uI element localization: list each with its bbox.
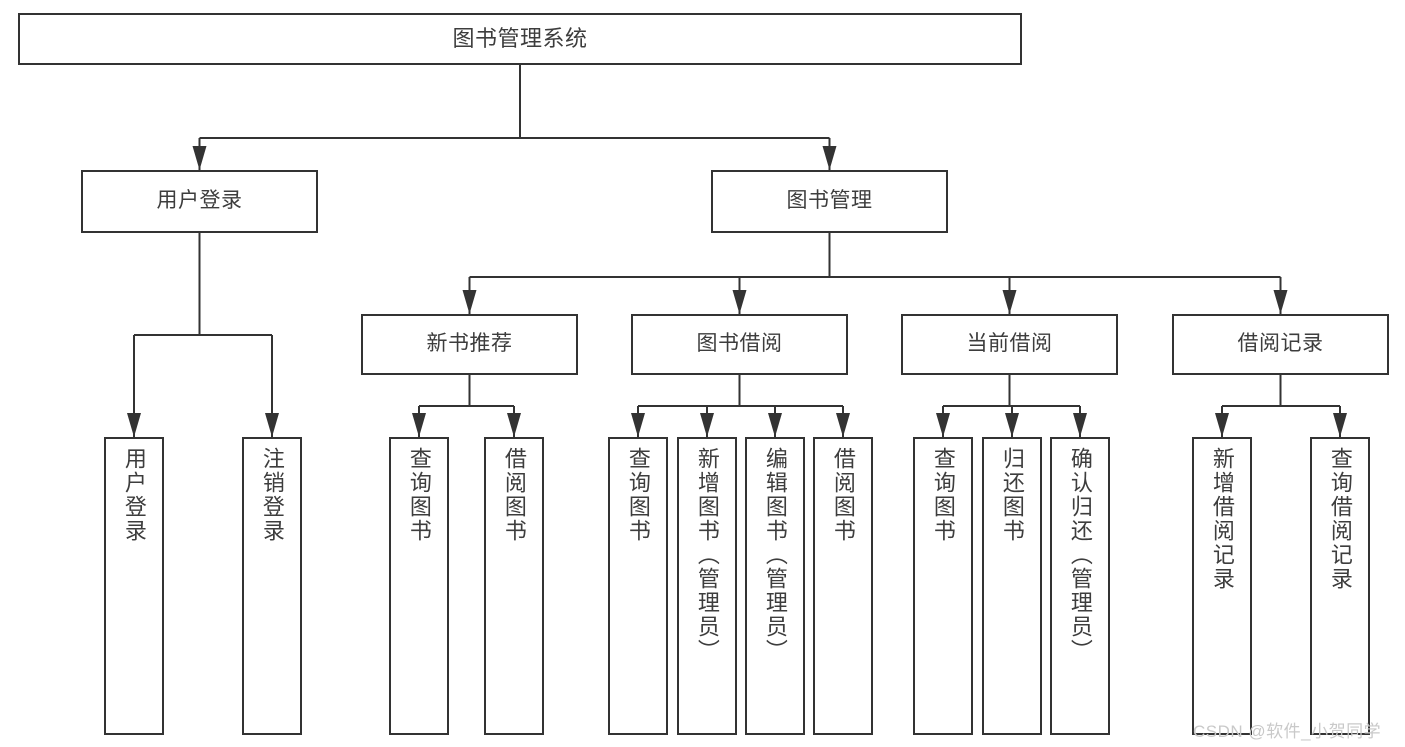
node-l-borrow-book-1[interactable]: 借阅图书 <box>484 437 544 735</box>
edge-arrowhead <box>1002 290 1017 314</box>
node-label: 图书借阅 <box>696 332 783 356</box>
edge-arrowhead <box>265 413 279 437</box>
edge-arrowhead <box>822 146 837 170</box>
edge-arrowhead <box>768 413 782 437</box>
node-l-confirm-return[interactable]: 确认归还（管理员） <box>1050 437 1110 735</box>
edge-arrowhead <box>700 413 714 437</box>
node-label: 确认归还（管理员） <box>1067 447 1093 663</box>
node-label: 图书管理系统 <box>452 26 588 52</box>
node-label: 查询图书 <box>625 447 651 543</box>
node-label: 新书推荐 <box>426 332 513 356</box>
node-l-query-book-2[interactable]: 查询图书 <box>608 437 668 735</box>
node-label: 注销登录 <box>259 447 285 543</box>
edge-arrowhead <box>1215 413 1229 437</box>
edge-arrowhead <box>1333 413 1347 437</box>
node-l-return-book[interactable]: 归还图书 <box>982 437 1042 735</box>
node-label: 图书管理 <box>786 189 873 213</box>
node-l-edit-book[interactable]: 编辑图书（管理员） <box>745 437 805 735</box>
watermark: CSDN @软件_小贺同学 <box>1193 722 1382 741</box>
node-l-add-book[interactable]: 新增图书（管理员） <box>677 437 737 735</box>
edge-arrowhead <box>1273 290 1288 314</box>
node-label: 新增图书（管理员） <box>694 447 720 663</box>
node-label: 借阅图书 <box>501 447 527 543</box>
edge-arrowhead <box>1005 413 1019 437</box>
edge-arrowhead <box>412 413 426 437</box>
node-label: 当前借阅 <box>966 332 1053 356</box>
edge-arrowhead <box>1073 413 1087 437</box>
node-label: 查询图书 <box>930 447 956 543</box>
node-label: 查询图书 <box>406 447 432 543</box>
node-l-user-login[interactable]: 用户登录 <box>104 437 164 735</box>
node-label: 借阅图书 <box>830 447 856 543</box>
edge-arrowhead <box>936 413 950 437</box>
node-l-add-record[interactable]: 新增借阅记录 <box>1192 437 1252 735</box>
edge-arrowhead <box>732 290 747 314</box>
edge-arrowhead <box>192 146 207 170</box>
node-label: 编辑图书（管理员） <box>762 447 788 663</box>
node-l-query-book-1[interactable]: 查询图书 <box>389 437 449 735</box>
edge-arrowhead <box>462 290 477 314</box>
node-n-book-borrow[interactable]: 图书借阅 <box>631 314 848 375</box>
node-label: 归还图书 <box>999 447 1025 543</box>
node-l-borrow-book-2[interactable]: 借阅图书 <box>813 437 873 735</box>
node-label: 借阅记录 <box>1237 332 1324 356</box>
edge-arrowhead <box>507 413 521 437</box>
node-l-user-logout[interactable]: 注销登录 <box>242 437 302 735</box>
edge-arrowhead <box>836 413 850 437</box>
node-root[interactable]: 图书管理系统 <box>18 13 1022 65</box>
node-label: 用户登录 <box>156 189 243 213</box>
edge-arrowhead <box>631 413 645 437</box>
node-label: 新增借阅记录 <box>1209 447 1235 591</box>
node-label: 查询借阅记录 <box>1327 447 1353 591</box>
node-n-new-book-rec[interactable]: 新书推荐 <box>361 314 578 375</box>
node-n-borrow-record[interactable]: 借阅记录 <box>1172 314 1389 375</box>
node-n-current-borrow[interactable]: 当前借阅 <box>901 314 1118 375</box>
node-l-query-record[interactable]: 查询借阅记录 <box>1310 437 1370 735</box>
node-l-query-book-3[interactable]: 查询图书 <box>913 437 973 735</box>
node-n-user-login[interactable]: 用户登录 <box>81 170 318 233</box>
edge-arrowhead <box>127 413 141 437</box>
node-n-book-manage[interactable]: 图书管理 <box>711 170 948 233</box>
node-label: 用户登录 <box>121 447 147 543</box>
